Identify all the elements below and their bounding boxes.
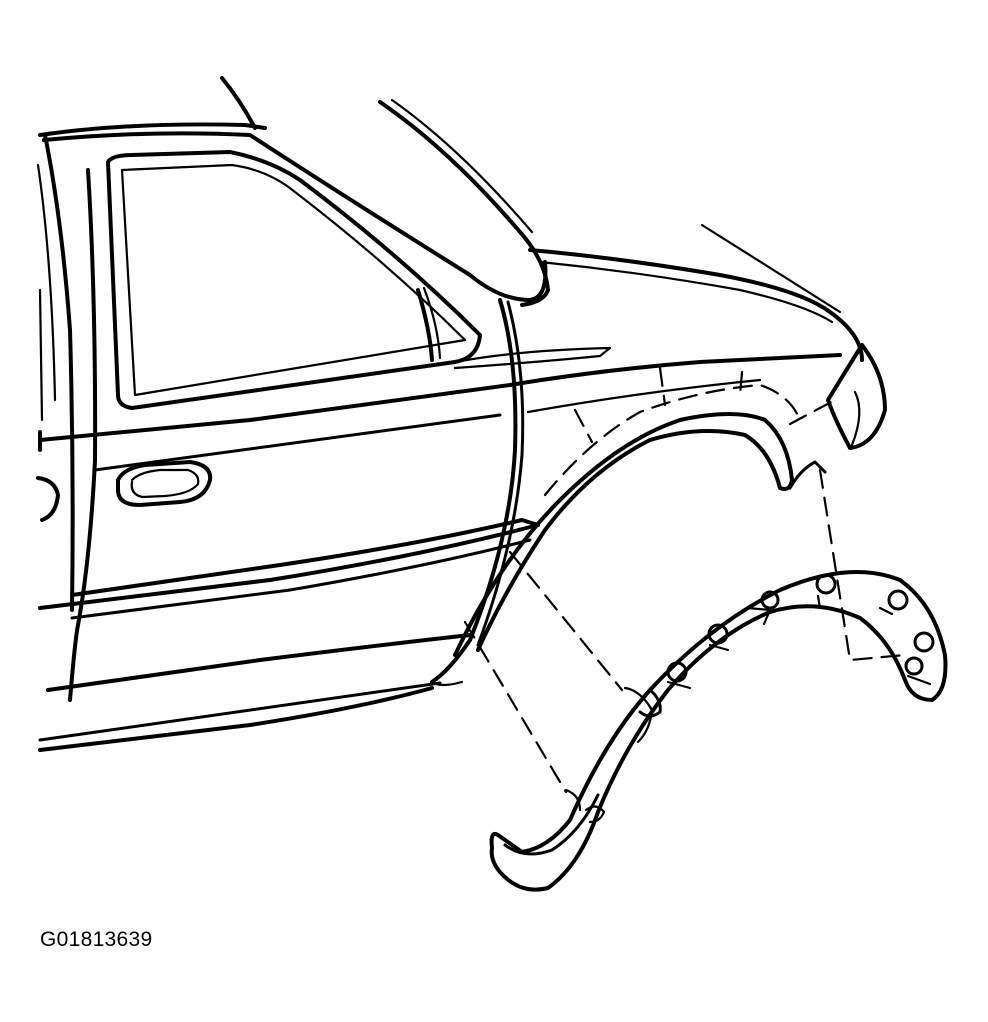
fender-flare xyxy=(489,570,948,892)
alignment-lines xyxy=(463,366,907,794)
flare-retainers xyxy=(584,573,935,824)
door-window xyxy=(106,150,482,410)
wheel-opening xyxy=(453,412,827,657)
roof-and-windshield xyxy=(38,76,550,307)
door-handle xyxy=(36,460,213,522)
hood-fender-top xyxy=(528,223,864,362)
body-lines xyxy=(38,346,842,472)
corner-lamp xyxy=(826,343,887,450)
figure-code-label: G01813639 xyxy=(40,928,153,951)
door-frames xyxy=(36,133,525,702)
side-molding xyxy=(38,518,540,752)
